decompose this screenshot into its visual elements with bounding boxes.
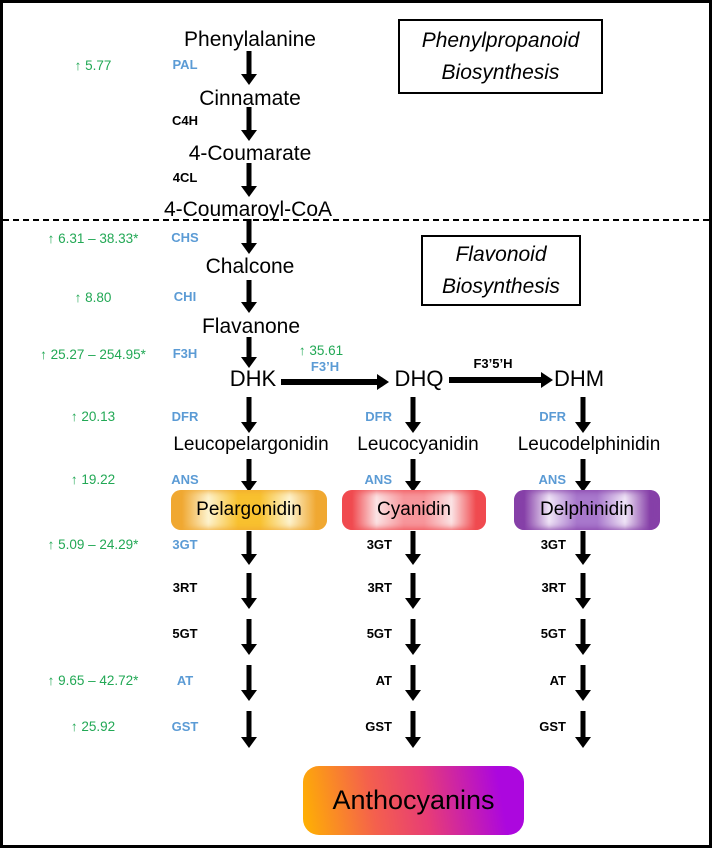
fold-change-f3ph: ↑ 35.61: [298, 343, 344, 358]
metabolite-leucodelphinidin: Leucodelphinidin: [517, 434, 661, 455]
metabolite-chalcone: Chalcone: [205, 255, 295, 278]
metabolite-leucopelargonidin: Leucopelargonidin: [173, 434, 329, 455]
arrow-phenylalanine-to-cinnamate: [241, 51, 257, 85]
section-title-flavonoid: Flavonoid Biosynthesis: [421, 235, 581, 306]
enzyme-label-ans-right: ANS: [538, 472, 566, 487]
arrow-delphinidin-gst: [575, 711, 591, 748]
enzyme-label-c4h: C4H: [171, 113, 198, 128]
arrow-cinnamate-to-coumarate: [241, 107, 257, 141]
enzyme-label-3gt-middle: 3GT: [366, 537, 392, 552]
pill-delphinidin-label: Delphinidin: [539, 499, 634, 520]
arrow-cyanidin-5gt: [405, 619, 421, 655]
arrow-delphinidin-5gt: [575, 619, 591, 655]
metabolite-flavanone: Flavanone: [201, 315, 301, 338]
enzyme-label-3rt-left: 3RT: [172, 580, 198, 595]
pill-cyanidin-label: Cyanidin: [377, 499, 451, 520]
fold-change-chs: ↑ 6.31 – 38.33*: [47, 231, 139, 246]
arrow-dhk-to-dhq: [281, 374, 389, 390]
pill-cyanidin: Cyanidin: [342, 490, 486, 530]
enzyme-label-f3h: F3H: [172, 346, 198, 361]
arrow-cyanidin-gst: [405, 711, 421, 748]
pill-pelargonidin: Pelargonidin: [171, 490, 327, 530]
enzyme-label-ans-middle: ANS: [364, 472, 392, 487]
section-title-phenylpropanoid-line2: Biosynthesis: [441, 60, 560, 84]
fold-change-pal: ↑ 5.77: [74, 58, 112, 73]
enzyme-label-3gt-right: 3GT: [540, 537, 566, 552]
enzyme-label-3gt-left: 3GT: [172, 537, 198, 552]
fold-change-ans: ↑ 19.22: [70, 472, 116, 487]
enzyme-label-gst-left: GST: [171, 719, 199, 734]
arrow-dhk-to-leucopelargonidin: [241, 397, 257, 433]
enzyme-label-gst-right: GST: [539, 719, 566, 734]
arrow-pelargonidin-at: [241, 665, 257, 701]
arrow-pelargonidin-3rt: [241, 573, 257, 609]
section-title-phenylpropanoid-line1: Phenylpropanoid: [421, 29, 580, 52]
enzyme-label-f35ph: F3’5’H: [473, 356, 513, 371]
enzyme-label-5gt-left: 5GT: [172, 626, 198, 641]
metabolite-4-coumarate: 4-Coumarate: [188, 142, 312, 165]
enzyme-label-4cl: 4CL: [172, 170, 198, 185]
arrow-pelargonidin-5gt: [241, 619, 257, 655]
enzyme-label-f3ph: F3’H: [310, 359, 340, 374]
fold-change-at: ↑ 9.65 – 42.72*: [47, 673, 139, 688]
arrow-dhq-to-leucocyanidin: [405, 397, 421, 433]
fold-change-f3h: ↑ 25.27 – 254.95*: [40, 347, 146, 362]
metabolite-leucocyanidin: Leucocyanidin: [357, 434, 479, 455]
enzyme-label-chi: CHI: [173, 289, 197, 304]
enzyme-label-gst-middle: GST: [365, 719, 392, 734]
arrow-pelargonidin-gst: [241, 711, 257, 748]
arrow-cyanidin-at: [405, 665, 421, 701]
arrow-delphinidin-at: [575, 665, 591, 701]
fold-change-gst: ↑ 25.92: [70, 719, 116, 734]
enzyme-label-5gt-middle: 5GT: [366, 626, 392, 641]
enzyme-label-pal: PAL: [172, 57, 198, 72]
metabolite-cinnamate: Cinnamate: [199, 87, 301, 110]
arrow-coumaroylcoa-to-chalcone: [241, 219, 257, 254]
pill-anthocyanins: Anthocyanins: [303, 766, 524, 835]
enzyme-label-at-right: AT: [549, 673, 566, 688]
arrow-dhm-to-leucodelphinidin: [575, 397, 591, 433]
enzyme-label-dfr-right: DFR: [539, 409, 566, 424]
arrow-cyanidin-3rt: [405, 573, 421, 609]
arrow-pelargonidin-3gt: [241, 531, 257, 565]
metabolite-dhq: DHQ: [394, 366, 444, 391]
metabolite-dhk: DHK: [229, 366, 277, 391]
enzyme-label-at-middle: AT: [375, 673, 392, 688]
pill-anthocyanins-label: Anthocyanins: [332, 785, 495, 815]
enzyme-label-at-left: AT: [176, 673, 194, 688]
arrow-chalcone-to-flavanone: [241, 280, 257, 313]
enzyme-label-3rt-right: 3RT: [541, 580, 566, 595]
enzyme-label-ans-left: ANS: [171, 472, 199, 487]
fold-change-dfr: ↑ 20.13: [70, 409, 116, 424]
enzyme-label-dfr-middle: DFR: [365, 409, 392, 424]
arrow-flavanone-to-dhk: [241, 337, 257, 368]
section-title-flavonoid-line1: Flavonoid: [455, 243, 547, 266]
arrow-cyanidin-3gt: [405, 531, 421, 565]
enzyme-label-chs: CHS: [171, 230, 199, 245]
enzyme-label-dfr-left: DFR: [171, 409, 199, 424]
arrow-coumarate-to-coumaroylcoa: [241, 163, 257, 197]
arrow-leucodelphinidin-to-delphinidin: [575, 459, 591, 492]
pill-pelargonidin-label: Pelargonidin: [196, 499, 302, 520]
fold-change-3gt: ↑ 5.09 – 24.29*: [47, 537, 139, 552]
metabolite-dhm: DHM: [553, 366, 605, 391]
enzyme-label-5gt-right: 5GT: [540, 626, 566, 641]
arrow-leucopelargonidin-to-pelargonidin: [241, 459, 257, 492]
metabolite-phenylalanine: Phenylalanine: [184, 28, 316, 51]
section-divider-dashed-line: [3, 219, 709, 221]
arrow-leucocyanidin-to-cyanidin: [405, 459, 421, 492]
section-title-phenylpropanoid: Phenylpropanoid Biosynthesis: [398, 19, 603, 94]
arrow-dhq-to-dhm: [449, 372, 553, 388]
arrow-delphinidin-3rt: [575, 573, 591, 609]
metabolite-4-coumaroyl-coa: 4-Coumaroyl-CoA: [163, 198, 333, 221]
fold-change-chi: ↑ 8.80: [74, 290, 112, 305]
arrow-delphinidin-3gt: [575, 531, 591, 565]
enzyme-label-3rt-middle: 3RT: [367, 580, 392, 595]
pill-delphinidin: Delphinidin: [514, 490, 660, 530]
section-title-flavonoid-line2: Biosynthesis: [442, 274, 560, 298]
